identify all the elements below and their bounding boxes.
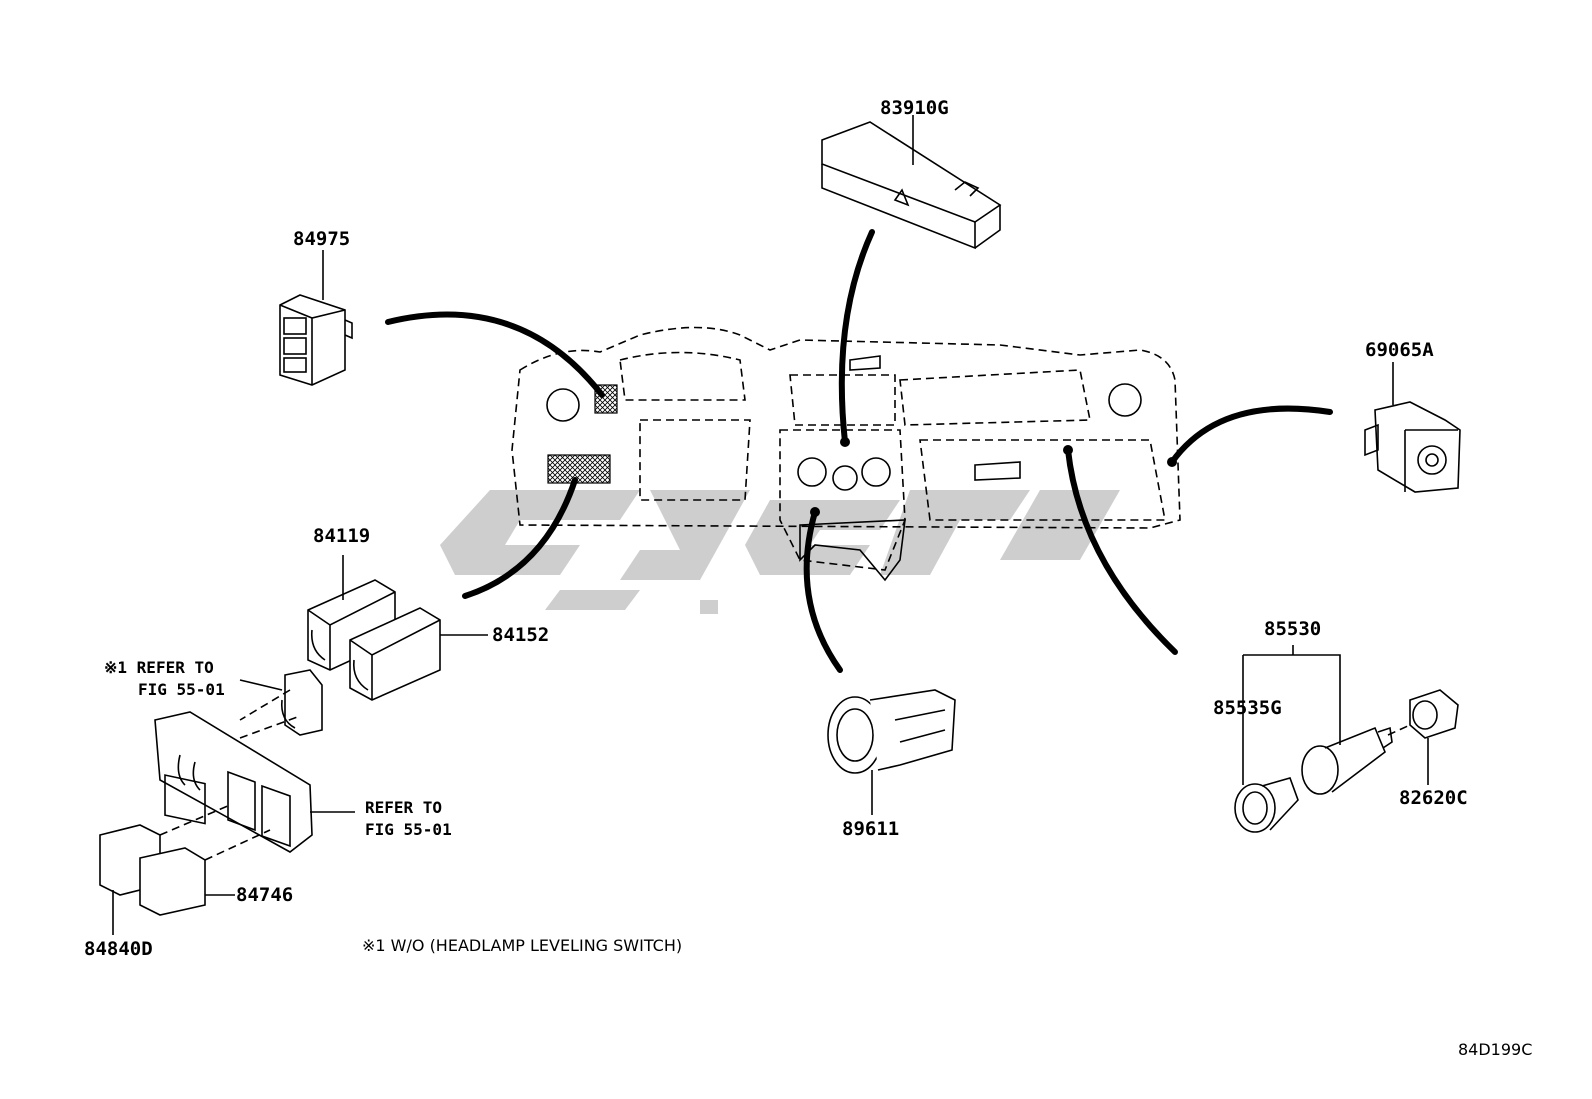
watermark-logo [440, 490, 1120, 614]
footnote: ※1 W/O (HEADLAMP LEVELING SWITCH) [362, 936, 683, 955]
part-89611-drawing [827, 689, 956, 815]
refer-note-2-line2: FIG 55-01 [365, 820, 452, 839]
part-83910g-drawing [821, 115, 1002, 250]
label-84840d: 84840D [84, 938, 153, 960]
label-84119: 84119 [313, 525, 371, 547]
figure-id: 84D199C [1458, 1040, 1533, 1059]
pointer-arcs [385, 229, 1333, 673]
part-84119-84152-drawing [307, 555, 488, 701]
label-69065a: 69065A [1365, 339, 1434, 361]
label-84152: 84152 [492, 624, 550, 646]
label-89611: 89611 [842, 818, 900, 840]
label-85535g: 85535G [1213, 697, 1282, 719]
label-85530: 85530 [1264, 618, 1322, 640]
refer-note-2-line1: REFER TO [365, 798, 443, 817]
part-85530-drawing [1234, 645, 1459, 833]
part-84975-drawing [279, 250, 353, 386]
label-84975: 84975 [293, 228, 351, 250]
label-83910g: 83910G [880, 97, 949, 119]
refer-note-1-line2: FIG 55-01 [138, 680, 225, 699]
label-82620c: 82620C [1399, 787, 1468, 809]
label-84746: 84746 [236, 884, 294, 906]
part-69065a-drawing [1364, 362, 1461, 493]
switch-panel-drawing [99, 669, 355, 935]
refer-note-1-line1: ※1 REFER TO [104, 658, 214, 677]
